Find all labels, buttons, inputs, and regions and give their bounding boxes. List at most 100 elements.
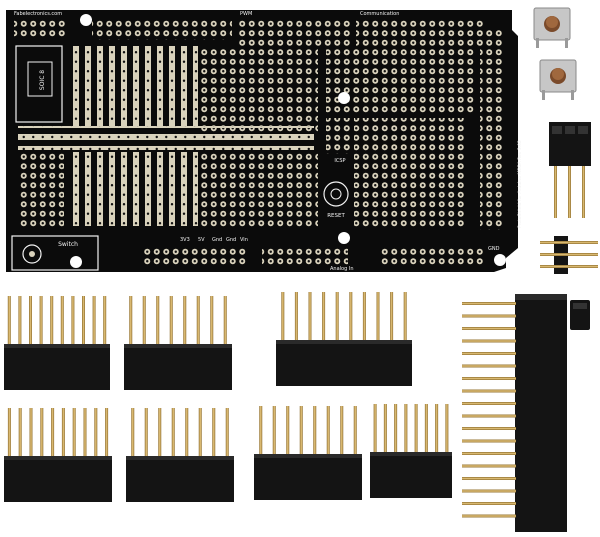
header-pin: [103, 296, 107, 346]
power-label: 3V3: [180, 237, 190, 243]
header-edge: [124, 344, 232, 348]
reset-footprint: [323, 181, 349, 207]
header-pin: [18, 296, 22, 346]
stacking-headers: [4, 292, 452, 502]
header-pin: [169, 296, 173, 346]
right-header-holes: [480, 30, 502, 230]
corner-holes: [14, 18, 66, 38]
communication-label: Communication: [360, 11, 399, 17]
prototype-board: SOIC 8 ICSP RESET Switch Fabe: [6, 10, 523, 272]
header-pin: [156, 296, 160, 346]
stacking-header-2x3: [549, 122, 591, 218]
stacking-header-2x18: [462, 294, 567, 532]
header-pin: [335, 292, 339, 342]
header-pin: [105, 408, 109, 458]
header-pin: [462, 302, 516, 305]
proto-holes: [354, 118, 466, 228]
header-pin: [462, 464, 516, 468]
header-pin: [210, 296, 214, 346]
header-body: [254, 454, 362, 500]
header-pin: [322, 292, 326, 342]
header-pin: [185, 408, 189, 458]
header-body: [4, 456, 112, 502]
header-edge: [126, 456, 234, 460]
header-pin: [286, 406, 290, 456]
header-pin: [376, 292, 380, 342]
mounting-hole: [338, 92, 350, 104]
stacking-header: [370, 404, 452, 498]
header-pin: [462, 452, 516, 455]
proto-strips-horizontal: [18, 126, 314, 150]
mounting-hole: [338, 232, 350, 244]
header-edge: [4, 344, 110, 348]
header-pin: [83, 408, 87, 458]
header-pin: [462, 514, 516, 518]
stacking-header: [4, 296, 110, 390]
header-body: [4, 344, 110, 390]
header-pin: [198, 408, 202, 458]
header-edge: [4, 456, 112, 460]
power-header-holes: [142, 246, 248, 266]
header-pin: [462, 314, 516, 318]
header-pin: [196, 296, 200, 346]
stacking-header: [276, 292, 412, 386]
chip-label: SOIC 8: [39, 70, 46, 90]
header-pin: [462, 477, 516, 480]
header-pin: [72, 408, 76, 458]
header-pin: [326, 406, 330, 456]
header-edge: [370, 452, 452, 456]
proto-holes: [18, 152, 64, 228]
header-pin: [383, 404, 387, 454]
top-header-holes: [356, 18, 486, 46]
proto-holes: [68, 46, 198, 128]
header-pin: [29, 408, 33, 458]
analog-header-holes: [262, 246, 348, 266]
icsp-holes: [326, 118, 352, 154]
header-pin: [158, 408, 162, 458]
header-pin: [61, 408, 65, 458]
header-pin: [129, 296, 133, 346]
header-body: [370, 452, 452, 498]
mounting-hole: [80, 14, 92, 26]
header-pin: [281, 292, 285, 342]
header-pin: [445, 404, 449, 454]
reset-label: RESET: [327, 213, 345, 219]
top-header-holes: [92, 20, 232, 40]
header-edge: [276, 340, 412, 344]
header-pin: [94, 408, 98, 458]
header-pin: [225, 408, 229, 458]
header-pin: [462, 427, 516, 430]
header-pin: [299, 406, 303, 456]
soic-footprint: [15, 45, 63, 123]
power-label: 5V: [198, 237, 205, 243]
header-pin: [462, 339, 516, 343]
header-pin: [18, 408, 22, 458]
website-label: Fabelectronics.com: [14, 11, 62, 17]
header-pin: [223, 296, 227, 346]
header-pin: [29, 296, 32, 346]
header-pin: [462, 502, 516, 505]
mounting-hole: [494, 254, 506, 266]
header-pin: [424, 404, 428, 454]
header-body: [276, 340, 412, 386]
header-pin: [462, 489, 516, 493]
header-pin: [462, 402, 516, 405]
header-pin: [362, 292, 366, 342]
header-pin: [144, 408, 148, 458]
pin-header-1x3: [540, 236, 598, 274]
header-pin: [462, 414, 516, 418]
header-pin: [340, 406, 344, 456]
proto-holes: [200, 152, 318, 228]
header-pin: [7, 296, 11, 346]
header-pin: [39, 296, 43, 346]
mounting-hole: [70, 256, 82, 268]
header-pin: [390, 292, 394, 342]
header-edge: [254, 454, 362, 458]
header-pin: [403, 292, 407, 342]
switch-footprint: [11, 235, 99, 271]
header-pin: [353, 406, 357, 456]
header-pin: [404, 404, 408, 454]
header-pin: [92, 296, 96, 346]
header-pin: [212, 408, 216, 458]
